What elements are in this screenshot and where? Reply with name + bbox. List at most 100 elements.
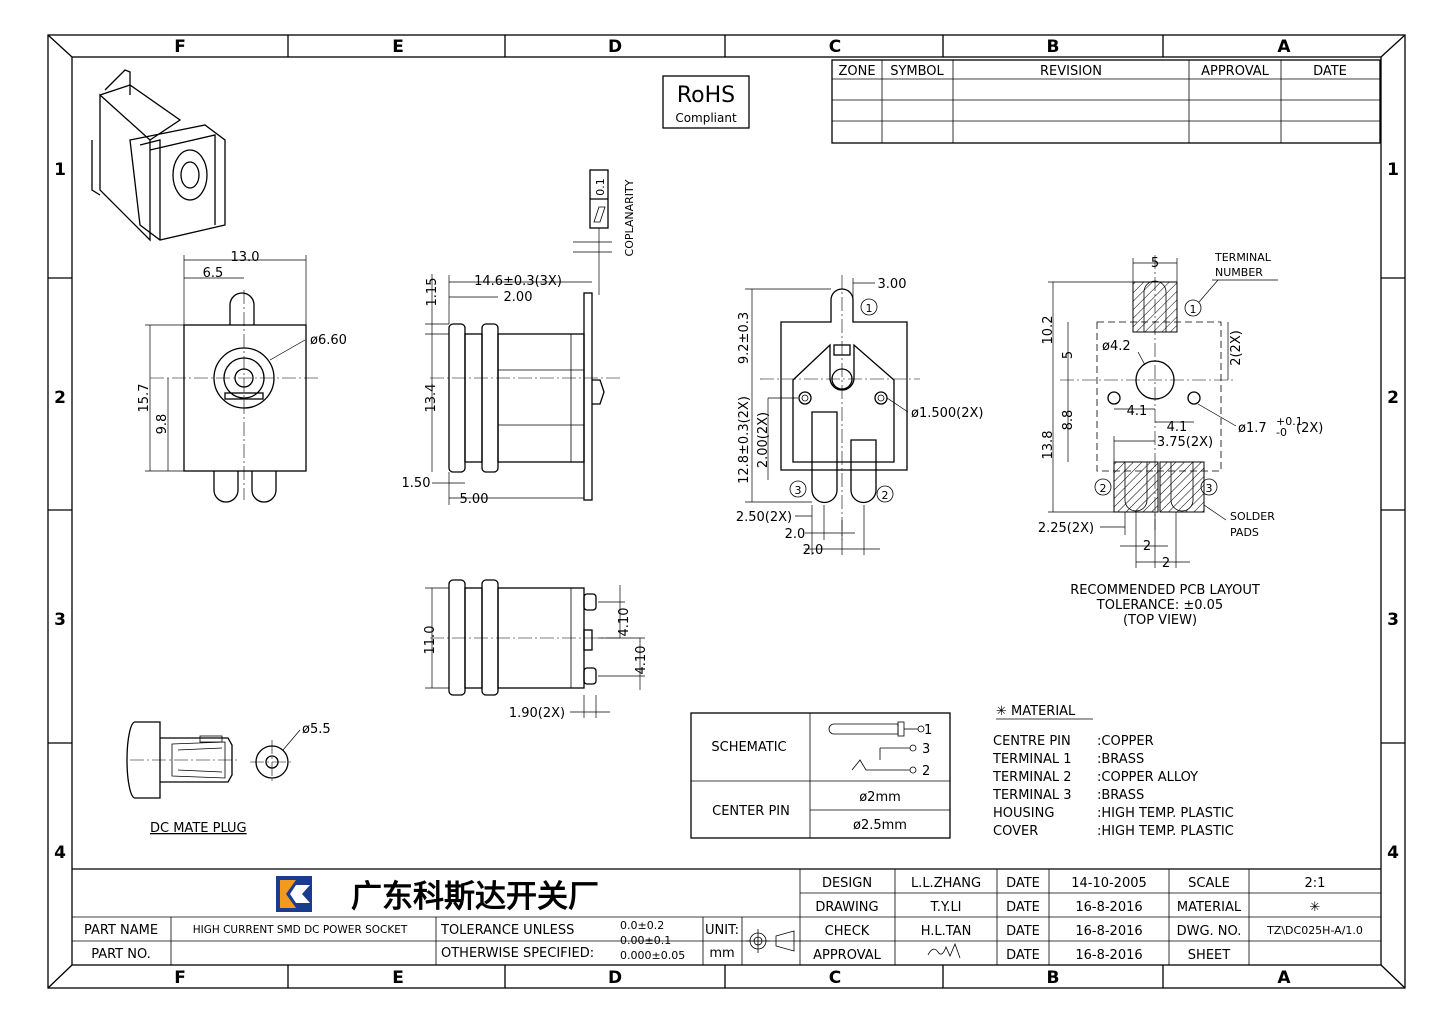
- material-part-6: COVER: [993, 824, 1038, 839]
- design-name: L.L.ZHANG: [911, 876, 981, 891]
- isometric-view: [91, 69, 226, 242]
- bottom-height-dim: 11.0: [423, 626, 438, 655]
- revision-table: ZONE SYMBOL REVISION APPROVAL DATE: [831, 59, 1381, 144]
- material-part-4: TERMINAL 3: [992, 788, 1072, 803]
- date-label-1: DATE: [1006, 876, 1040, 891]
- unit-value: mm: [709, 946, 734, 961]
- rev-header-zone: ZONE: [838, 64, 875, 79]
- pin-width-dim: 2.00(2X): [756, 412, 771, 468]
- pin-hole-dim: ø1.500(2X): [911, 406, 984, 421]
- date-value-1: 14-10-2005: [1071, 876, 1147, 891]
- dwg-no-value: TZ\DC025H-A/1.0: [1266, 924, 1363, 937]
- part-no-label: PART NO.: [91, 947, 151, 962]
- pin-top-width-dim: 3.00: [878, 277, 907, 292]
- terminal-label-2: NUMBER: [1215, 266, 1263, 279]
- zone-row-1: 1: [54, 160, 66, 180]
- side-view: 0.1 COPLANARITY 14.6±0.3(3X) 2.00 1.15 1…: [402, 169, 636, 507]
- tolerance-line-1: TOLERANCE UNLESS: [440, 923, 574, 938]
- front-half-width-dim: 6.5: [203, 266, 224, 281]
- pcb-pad-count-dim: 2(2X): [1229, 330, 1244, 366]
- check-name: H.L.TAN: [921, 924, 972, 939]
- schematic-table: SCHEMATIC CENTER PIN ø2mm ø2.5mm 1 3 2: [690, 712, 951, 839]
- pcb-caption-3: (TOP VIEW): [1123, 613, 1197, 628]
- zone-row-2-right: 2: [1387, 388, 1399, 408]
- material-value-2: :BRASS: [1097, 752, 1144, 767]
- zone-col-d: D: [608, 37, 622, 57]
- pcb-caption-2: TOLERANCE: ±0.05: [1096, 598, 1223, 613]
- pcb-pin-number-3: 3: [1206, 482, 1213, 495]
- pcb-small-hole-count: (2X): [1296, 421, 1323, 436]
- pcb-spacing-right-dim: 4.1: [1167, 420, 1188, 435]
- pcb-small-hole-tol-minus: -0: [1276, 426, 1287, 439]
- mate-plug-label: DC MATE PLUG: [150, 821, 247, 836]
- scale-value: 2:1: [1305, 876, 1326, 891]
- terminal-label-1: TERMINAL: [1214, 251, 1272, 264]
- zone-col-e-bottom: E: [392, 968, 404, 988]
- pcb-pin-number-1: 1: [1190, 303, 1197, 316]
- zone-col-b-bottom: B: [1047, 968, 1060, 988]
- projection-symbol-icon: [746, 929, 795, 953]
- zone-row-1-right: 1: [1387, 160, 1399, 180]
- pcb-gap-a-dim: 2: [1143, 539, 1151, 554]
- side-pin-length-dim: 14.6±0.3(3X): [474, 274, 562, 289]
- front-width-dim: 13.0: [231, 250, 260, 265]
- material-title: ✳ MATERIAL: [996, 704, 1076, 719]
- pcb-spacing-left-dim: 4.1: [1127, 404, 1148, 419]
- design-label: DESIGN: [822, 876, 872, 891]
- zone-labels: F E D C B A F E D C B A 1 2 3 4 1 2 3 4: [54, 37, 1399, 988]
- approval-label: APPROVAL: [813, 948, 882, 963]
- material-value: ✳: [1310, 900, 1321, 915]
- dwg-no-label: DWG. NO.: [1177, 924, 1242, 939]
- zone-row-4-right: 4: [1387, 843, 1399, 863]
- dc-mate-plug: ø5.5 DC MATE PLUG: [126, 721, 331, 836]
- schematic-label: SCHEMATIC: [711, 740, 786, 755]
- side-flange-dim: 1.50: [402, 476, 431, 491]
- material-value-5: :HIGH TEMP. PLASTIC: [1097, 806, 1234, 821]
- center-pin-option-2: ø2.5mm: [853, 818, 907, 833]
- bottom-pin-width-dim: 1.90(2X): [509, 706, 565, 721]
- part-name-value: HIGH CURRENT SMD DC POWER SOCKET: [193, 924, 408, 936]
- tolerance-line-2: OTHERWISE SPECIFIED:: [441, 946, 594, 961]
- material-label: MATERIAL: [1177, 900, 1242, 915]
- mate-plug-dia-dim: ø5.5: [302, 722, 331, 737]
- center-pin-label: CENTER PIN: [712, 804, 790, 819]
- rev-header-symbol: SYMBOL: [890, 64, 944, 79]
- bottom-pitch-2-dim: 4.10: [634, 646, 649, 675]
- zone-row-4: 4: [54, 843, 66, 863]
- center-pin-option-1: ø2mm: [859, 790, 901, 805]
- coplanarity-value: 0.1: [594, 178, 607, 196]
- side-offset-dim: 2.00: [504, 290, 533, 305]
- zone-col-a: A: [1277, 37, 1291, 57]
- rev-header-revision: REVISION: [1040, 64, 1102, 79]
- date-label-4: DATE: [1006, 948, 1040, 963]
- zone-col-f: F: [174, 37, 186, 57]
- schematic-terminal-3: 3: [922, 742, 930, 757]
- schematic-terminal-2: 2: [922, 764, 930, 779]
- part-name-label: PART NAME: [84, 923, 158, 938]
- pin-view-number-3: 3: [795, 484, 802, 497]
- pin-length-dim: 12.8±0.3(2X): [737, 396, 752, 484]
- pcb-pad-width-dim: 5: [1151, 256, 1159, 271]
- coplanarity-label: COPLANARITY: [623, 179, 636, 256]
- title-block: 广东科斯达开关厂 PART NAME HIGH CURRENT SMD DC P…: [72, 868, 1381, 965]
- zone-col-f-bottom: F: [174, 968, 186, 988]
- date-value-4: 16-8-2016: [1075, 948, 1142, 963]
- material-part-1: CENTRE PIN: [993, 734, 1071, 749]
- side-top-step-dim: 1.15: [425, 278, 440, 307]
- rohs-title: RoHS: [677, 83, 735, 108]
- drawing-label: DRAWING: [815, 900, 878, 915]
- approval-signature: [927, 942, 961, 959]
- zone-col-a-bottom: A: [1277, 968, 1291, 988]
- date-value-2: 16-8-2016: [1075, 900, 1142, 915]
- pin-pitch-a-dim: 2.0: [785, 527, 806, 542]
- company-logo: [276, 876, 312, 912]
- pin1-height-dim: 9.2±0.3: [737, 312, 752, 364]
- rohs-mark: RoHS Compliant: [662, 75, 750, 129]
- front-center-height-dim: 9.8: [155, 414, 170, 435]
- pcb-caption-1: RECOMMENDED PCB LAYOUT: [1070, 583, 1260, 598]
- bottom-view: 11.0 4.10 4.10 1.90(2X): [423, 579, 649, 721]
- material-value-1: :COPPER: [1097, 734, 1154, 749]
- pcb-small-hole-dim: ø1.7: [1238, 421, 1267, 436]
- rev-header-date: DATE: [1313, 64, 1347, 79]
